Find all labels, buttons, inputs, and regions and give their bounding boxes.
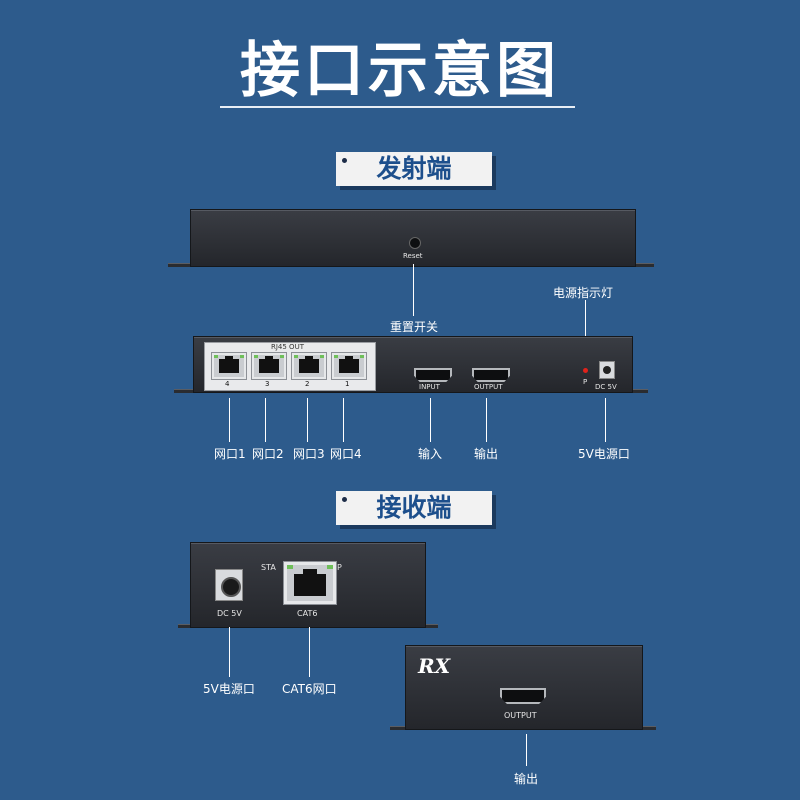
rx-dc-5v-text: DC 5V — [217, 609, 242, 618]
port-number-3: 3 — [265, 380, 270, 388]
title-divider — [220, 106, 575, 108]
rx-output-label: 输出 — [514, 772, 539, 786]
hdmi-output-port[interactable] — [472, 368, 510, 382]
rj45-out-bank: RJ45 OUT 4 3 2 1 — [204, 342, 376, 391]
rj45-out-text: RJ45 OUT — [271, 343, 304, 351]
p-text: P — [583, 378, 588, 386]
bullet-dot — [342, 497, 347, 502]
hdmi-input-port[interactable] — [414, 368, 452, 382]
output-text: OUTPUT — [474, 383, 503, 391]
input-label: 输入 — [418, 447, 443, 461]
transmitter-front-panel: RJ45 OUT 4 3 2 1 INPUT OUTPUT P DC 5V — [193, 336, 633, 393]
lan2-label: 网口2 — [252, 447, 284, 461]
rx-cat6-callout-line — [309, 627, 310, 677]
bullet-dot — [342, 158, 347, 163]
dc-power-jack[interactable] — [599, 361, 615, 379]
port-number-2: 2 — [305, 380, 310, 388]
reset-switch-label: 重置开关 — [390, 320, 439, 334]
receiver-section-tag: 接收端 — [336, 491, 492, 525]
reset-text: Reset — [403, 252, 423, 260]
reset-button[interactable] — [409, 237, 421, 249]
lan3-callout-line — [307, 398, 308, 442]
rx-dc-power-jack[interactable] — [215, 569, 243, 601]
receiver-back-panel: RX OUTPUT — [405, 645, 643, 730]
input-callout-line — [430, 398, 431, 442]
output-callout-line — [486, 398, 487, 442]
rx-power-callout-line — [229, 627, 230, 677]
page-title: 接口示意图 — [240, 36, 560, 106]
port-number-1: 1 — [345, 380, 350, 388]
transmitter-section-tag: 发射端 — [336, 152, 492, 186]
lan-port-1[interactable] — [331, 352, 367, 380]
lan-port-2[interactable] — [291, 352, 327, 380]
lan3-label: 网口3 — [293, 447, 325, 461]
lan2-callout-line — [265, 398, 266, 442]
receiver-front-panel: DC 5V STA P CAT6 — [190, 542, 426, 628]
transmitter-section-label: 发射端 — [376, 154, 452, 183]
power-indicator-callout-line — [585, 300, 586, 358]
receiver-section-label: 接收端 — [376, 493, 452, 522]
cat6-port[interactable] — [283, 561, 337, 605]
rx-hdmi-output-port[interactable] — [500, 688, 546, 704]
port-number-4: 4 — [225, 380, 230, 388]
rx-power-port-label: 5V电源口 — [203, 682, 255, 696]
dc-5v-text: DC 5V — [595, 383, 617, 391]
rx-output-callout-line — [526, 734, 527, 766]
rx-cat6-port-label: CAT6网口 — [282, 682, 337, 696]
output-label: 输出 — [474, 447, 499, 461]
power-indicator-led — [583, 368, 588, 373]
rx-p-text: P — [337, 563, 342, 572]
rx-logo: RX — [418, 654, 451, 678]
power-port-callout-line — [605, 398, 606, 442]
rx-output-text: OUTPUT — [504, 711, 537, 720]
sta-text: STA — [261, 563, 276, 572]
input-text: INPUT — [419, 383, 440, 391]
lan1-label: 网口1 — [214, 447, 246, 461]
lan-port-3[interactable] — [251, 352, 287, 380]
power-indicator-label: 电源指示灯 — [553, 286, 614, 300]
lan4-callout-line — [343, 398, 344, 442]
lan4-label: 网口4 — [330, 447, 362, 461]
transmitter-power-port-label: 5V电源口 — [578, 447, 630, 461]
cat6-text: CAT6 — [297, 609, 318, 618]
lan-port-4[interactable] — [211, 352, 247, 380]
reset-callout-line — [413, 264, 414, 316]
lan1-callout-line — [229, 398, 230, 442]
